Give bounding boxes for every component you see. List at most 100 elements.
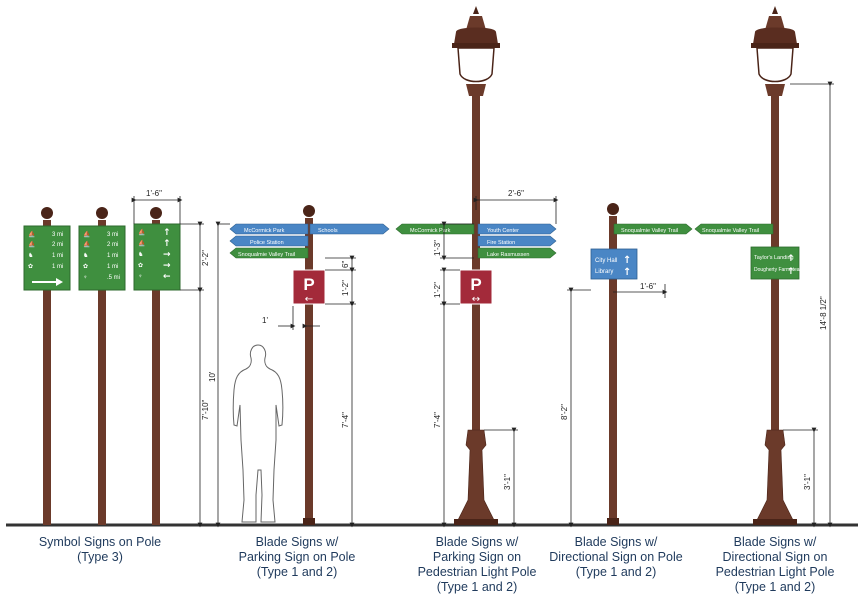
sign2-distance-2: 2 mi: [107, 242, 118, 248]
directional-label: Library: [595, 269, 613, 275]
blade-label: Youth Center: [487, 228, 519, 234]
left-arrow-icon: ←: [163, 272, 171, 282]
blade-label: Snoqualmie Valley Trail: [238, 252, 295, 258]
dim-blade-spacing: 6": [341, 261, 350, 268]
up-arrow-icon: ↑: [623, 255, 631, 266]
caption-symbol-signs: Symbol Signs on Pole (Type 3): [15, 535, 185, 565]
dim-parking-height-2: 1'-2": [433, 282, 442, 298]
sign1-icon-row: ✿: [28, 263, 33, 270]
blade-label: Schools: [318, 228, 338, 234]
caption-line: Parking Sign on Pole: [238, 550, 356, 564]
up-arrow-icon: ↑: [163, 228, 171, 238]
blade-pole-1: [303, 205, 315, 525]
parking-sign-1: P ←: [292, 269, 326, 305]
parking-sign-2: P ↔: [459, 269, 493, 305]
sign3-icon-row: ⛵: [138, 228, 145, 236]
sign1-distance-1: 3 mi: [52, 232, 63, 238]
sign2-distance-4: 1 mi: [107, 264, 118, 270]
light-pole-1: [452, 6, 500, 525]
blade-sign-left-4: [395, 223, 475, 235]
caption-line: (Type 3): [77, 550, 123, 564]
dim-sign-width: 1'-6": [146, 189, 162, 198]
blade-sign-left-5: [694, 223, 774, 235]
sign2-icon-row: ⛵: [83, 240, 90, 248]
sign2-icon-row: ⛵: [83, 230, 90, 238]
sign1-distance-4: 1 mi: [52, 264, 63, 270]
caption-line: Parking Sign on: [432, 550, 522, 564]
blade-label: McCormick Park: [410, 228, 451, 234]
dim-blade-group-height: 1'-3": [433, 240, 442, 256]
dim-sign-height: 2'-2": [201, 250, 210, 266]
right-arrow-icon: →: [163, 261, 171, 271]
right-arrow-icon: →: [163, 250, 171, 260]
directional-label: Taylor's Landing: [754, 255, 794, 261]
caption-line: Pedestrian Light Pole: [715, 565, 835, 579]
sign2-icon-row: ♆: [83, 275, 88, 281]
blade-sign-right-1: [309, 223, 390, 235]
sign1-icon-row: ♞: [28, 252, 33, 259]
caption-line: Blade Signs w/: [733, 535, 817, 549]
caption-blade-directional-light-pole: Blade Signs w/ Directional Sign on Pedes…: [690, 535, 860, 595]
sign2-icon-row: ✿: [83, 263, 88, 270]
blade-sign-right-2: [477, 223, 557, 235]
caption-line: (Type 1 and 2): [734, 580, 816, 594]
human-figure-outline: [232, 344, 284, 523]
blade-label: Snoqualmie Valley Trail: [621, 228, 678, 234]
blade-pole-2: [607, 203, 619, 525]
blade-label: Police Station: [250, 240, 284, 246]
symbol-sign-pole-2: [78, 207, 126, 525]
blade-sign-right-4: [477, 247, 557, 259]
up-arrow-icon: ↑: [163, 239, 171, 249]
sign2-distance-5: .5 mi: [107, 275, 120, 281]
directional-sign-blue: City Hall Library ↑ ↑: [590, 248, 638, 280]
dim-parking-offset: 1': [262, 316, 268, 325]
right-arrow-icon: [32, 278, 63, 286]
sign1-distance-3: 1 mi: [52, 253, 63, 259]
sign1-icon-row: ⛵: [28, 240, 35, 248]
caption-line: Symbol Signs on Pole: [38, 535, 162, 549]
caption-line: Directional Sign on: [722, 550, 828, 564]
caption-line: Directional Sign on Pole: [549, 550, 683, 564]
symbol-sign-pole-1: [23, 207, 71, 525]
directional-label: Dougherty Farmstead: [754, 267, 803, 273]
left-arrow-icon: ←: [305, 294, 313, 305]
blade-sign-right-3: [477, 235, 557, 247]
dim-directional-clearance: 8'-2": [560, 404, 569, 420]
caption-blade-directional-pole: Blade Signs w/ Directional Sign on Pole …: [531, 535, 701, 580]
sign2-distance-3: 1 mi: [107, 253, 118, 259]
blade-sign-right-5: [613, 223, 693, 235]
up-arrow-icon: ↑: [623, 267, 631, 278]
caption-line: Blade Signs w/: [435, 535, 519, 549]
blade-label: Lake Rasmussen: [487, 252, 530, 258]
up-arrow-icon: ↑: [787, 254, 795, 264]
dim-directional-offset: 1'-6": [640, 282, 656, 291]
blade-label: Fire Station: [487, 240, 515, 246]
caption-line: (Type 1 and 2): [575, 565, 657, 579]
dim-total-height: 10': [208, 371, 217, 382]
dim-sign-clearance: 7'-10": [201, 399, 210, 420]
directional-label: City Hall: [595, 258, 617, 264]
sign1-distance-2: 2 mi: [52, 242, 63, 248]
caption-line: Pedestrian Light Pole: [417, 565, 537, 579]
dim-light-pole-height: 14'-8 1/2": [819, 296, 828, 330]
blade-label: Snoqualmie Valley Trail: [702, 228, 759, 234]
parking-letter: P: [470, 275, 481, 294]
caption-line: (Type 1 and 2): [436, 580, 518, 594]
dim-parking-height: 1'-2": [341, 280, 350, 296]
dim-base-height: 3'-1": [503, 474, 512, 490]
blade-label: McCormick Park: [244, 228, 285, 234]
dim-base-height-2: 3'-1": [803, 474, 812, 490]
up-arrow-icon: ↑: [787, 267, 795, 277]
sign1-icon-row: ⛵: [28, 230, 35, 238]
double-arrow-icon: ↔: [472, 294, 480, 305]
caption-line: Blade Signs w/: [255, 535, 339, 549]
dim-blade-width: 2'-6": [508, 189, 524, 198]
sign2-distance-1: 3 mi: [107, 232, 118, 238]
caption-line: Blade Signs w/: [574, 535, 658, 549]
blade-sign-left-3: [229, 247, 309, 259]
caption-blade-parking-light-pole: Blade Signs w/ Parking Sign on Pedestria…: [392, 535, 562, 595]
symbol-sign-pole-3: [133, 207, 181, 525]
sign3-icon-row: ♆: [138, 274, 143, 280]
sign3-icon-row: ✿: [138, 262, 143, 269]
